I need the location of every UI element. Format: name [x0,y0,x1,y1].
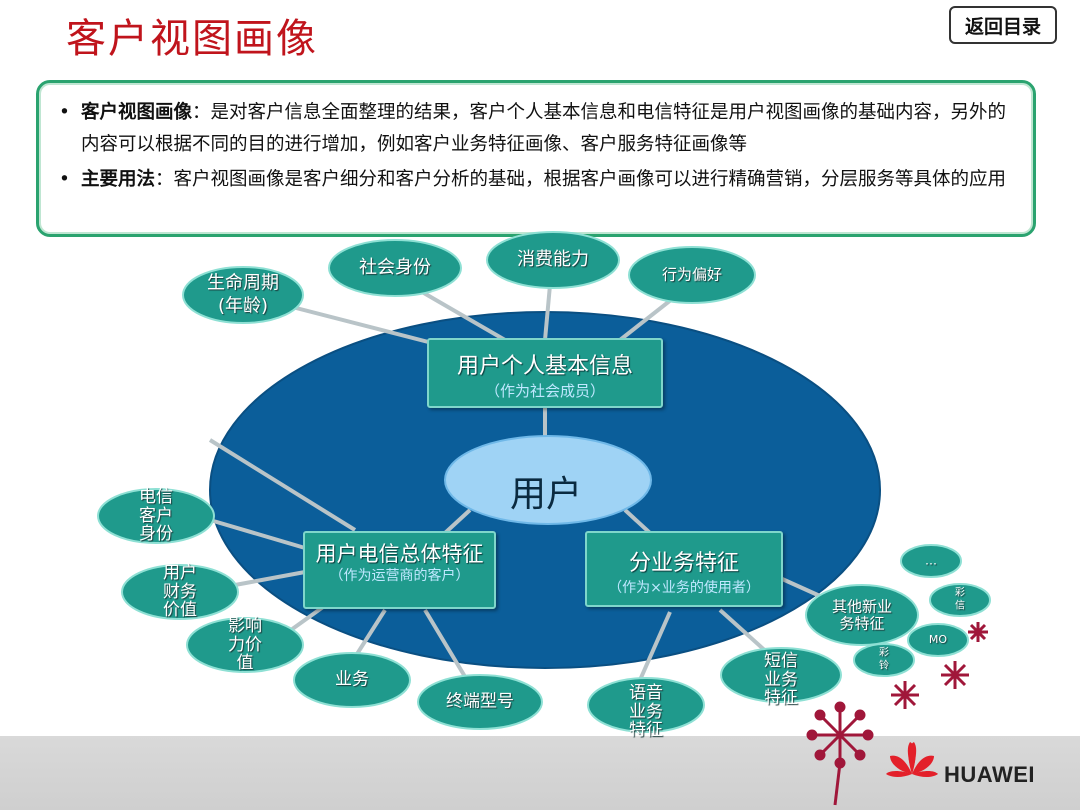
box-telecom-features: 用户电信总体特征 （作为运营商的客户） [303,531,496,609]
node-ellipse-mo [907,623,969,657]
node-social: 社会身份 [359,256,431,278]
connector-line [623,508,652,535]
node-influence: 影响力价值 [228,615,262,674]
center-user-label: 用户 [509,474,583,515]
connector-line [543,284,552,341]
node-ellipse-influence [186,617,304,673]
bullet-term: 主要用法 [81,169,156,190]
center-ellipse [444,435,652,525]
page-title: 客户视图画像 [66,16,318,62]
node-dots: … [925,553,937,568]
node-ellipse-terminal [417,674,543,730]
node-telecom-identity: 电信客户身份 [139,486,173,545]
box-telecom-sub: （作为运营商的客户） [329,568,470,584]
connector-line [423,608,472,687]
box-service-title: 分业务特征 [628,551,739,576]
flower-icon [941,661,969,689]
flower-icon [806,701,874,769]
connector-line [234,570,306,587]
node-consumption: 消费能力 [517,248,589,270]
box-personal-info: 用户个人基本信息 （作为社会成员） [427,338,663,408]
box-personal-title: 用户个人基本信息 [456,354,633,379]
node-caixin: 彩信 [955,587,965,612]
node-ellipse-consumption [486,231,620,289]
box-service-features: 分业务特征 （作为×业务的使用者） [585,531,783,607]
connector-line [408,283,507,342]
connector-line [208,438,357,532]
bullet-term: 客户视图画像 [81,102,193,123]
node-ellipse-telecom-identity [97,488,215,544]
back-to-contents-button[interactable]: 返回目录 [949,6,1057,44]
node-ellipse-sms [720,647,842,703]
node-terminal: 终端型号 [446,691,514,712]
node-sms: 短信业务特征 [764,650,798,709]
node-other: 其他新业务特征 [832,597,893,632]
bullet-definition: • 客户视图画像：是对客户信息全面整理的结果，客户个人基本信息和电信特征是用户视… [59,97,1007,161]
box-personal-sub: （作为社会成员） [484,382,605,400]
flower-icon [891,681,919,709]
node-ellipse-social [328,239,462,297]
bullet-dot-icon: • [59,169,70,190]
node-voice: 语音业务特征 [629,682,663,741]
box-telecom-title: 用户电信总体特征 [315,542,484,566]
node-mo: MO [928,633,948,647]
node-business: 业务 [335,669,369,690]
node-ellipse-lifecycle [182,266,304,324]
connector-line [638,611,672,681]
connector-line [443,508,472,535]
node-ellipse-voice [587,677,705,733]
bullet-text: 是对客户信息全面整理的结果，客户个人基本信息和电信特征是用户视图画像的基础内容，… [81,102,1007,155]
huawei-logo-icon [886,742,938,777]
decorative-flowers [806,622,988,806]
huawei-brand-text: HUAWEI [944,762,1035,787]
node-cailing: 彩铃 [879,647,889,672]
node-ellipse-caixin [929,583,991,617]
bullet-text: 客户视图画像是客户细分和客户分析的基础，根据客户画像可以进行精确营销，分层服务等… [173,169,1007,190]
connector-line [718,608,772,657]
node-behavior: 行为偏好 [662,265,723,284]
node-ellipse-other [805,584,919,646]
bullet-dot-icon: • [59,102,70,123]
node-lifecycle: 生命周期(年龄) [207,272,279,317]
box-service-sub: （作为×业务的使用者） [608,580,760,596]
node-ellipse-business [293,652,411,708]
node-ellipse-cailing [853,643,915,677]
connector-line [209,518,306,550]
node-ellipse-dots [900,544,962,578]
node-ellipse-behavior [628,246,756,304]
node-ellipse-user-value [121,564,239,620]
bullet-usage: • 主要用法：客户视图画像是客户细分和客户分析的基础，根据客户画像可以进行精确营… [59,164,1007,196]
flower-icon [968,622,988,642]
node-user-value: 用户财务价值 [163,562,197,621]
